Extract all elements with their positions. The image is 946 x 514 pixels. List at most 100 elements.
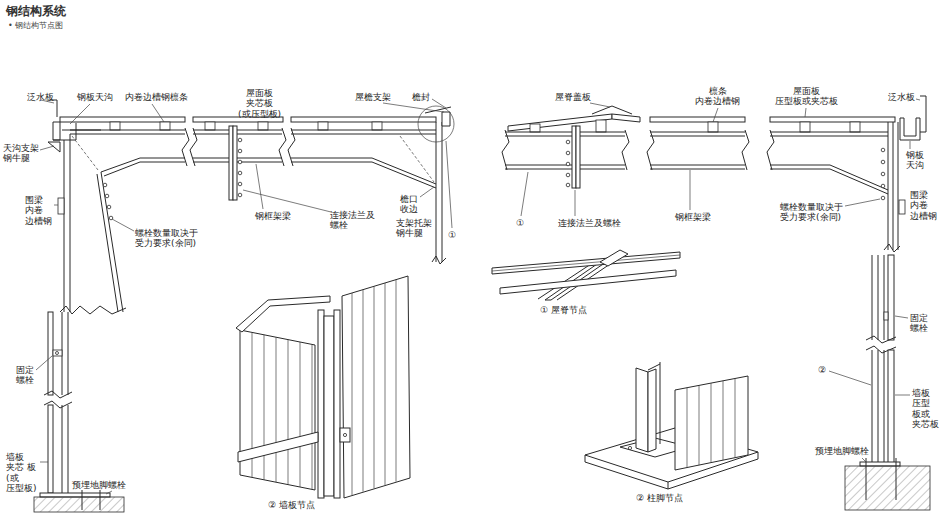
column-section (872, 255, 884, 340)
column-section (866, 458, 896, 500)
part-label: 屋面板 夹芯板(或压型板) (238, 88, 281, 119)
steel-frame-beam (650, 132, 745, 169)
steel-frame-beam (372, 158, 436, 188)
part-label: 墙板 压型 板或 夹芯板 (912, 388, 939, 429)
part-label: 支架托架 钢牛腿 (396, 218, 432, 239)
part-label: 连接法兰及螺栓 (558, 218, 621, 228)
steel-frame-beam (770, 132, 888, 169)
flashing-gutter (53, 123, 76, 140)
callout-number: ① (516, 218, 524, 228)
leader-line (690, 170, 691, 210)
ridge-node-sketch (492, 252, 680, 274)
part-label: 钢框架梁 (255, 211, 291, 221)
part-label: 预埋地脚螺栓 (72, 480, 126, 490)
part-label: 钢板天沟 (77, 92, 113, 102)
steel-column (97, 174, 118, 312)
section-heading: • 钢结构节点图 (8, 21, 63, 30)
leader-line (106, 491, 112, 494)
part-label: 钢框架梁 (675, 212, 711, 222)
flange-plate (238, 160, 242, 164)
leader-line (590, 103, 610, 107)
ridge-node-sketch (600, 250, 628, 266)
steel-frame-beam (400, 136, 434, 182)
purlin (110, 122, 120, 130)
flange-plate (566, 140, 570, 144)
callout-number: ① (448, 230, 456, 240)
leader-line (521, 172, 528, 216)
column-section (82, 490, 100, 510)
leader-line (112, 219, 134, 231)
column-foot-sketch (648, 362, 660, 444)
eave-column (900, 118, 920, 140)
leader-line (895, 316, 908, 318)
column-section (48, 405, 53, 493)
purlin (258, 122, 268, 130)
eave-column (920, 96, 926, 132)
column-section (34, 497, 124, 512)
column-foot-sketch (628, 446, 631, 449)
flange-plate (229, 126, 233, 200)
wall-node-sketch (318, 310, 324, 498)
leader-line (383, 103, 444, 112)
ridge-node-sketch (492, 255, 680, 271)
wall-node-sketch (238, 432, 318, 462)
column-section (44, 391, 72, 398)
column-section (884, 312, 888, 320)
bolt (103, 183, 113, 220)
wall-node-sketch (252, 332, 312, 489)
leader-line (713, 108, 718, 122)
flange-plate (238, 171, 242, 175)
flashing-gutter (48, 100, 76, 152)
wall-node-sketch (343, 433, 346, 436)
column-section (53, 350, 62, 356)
wall-node-sketch (236, 276, 410, 498)
eave-column (418, 106, 454, 264)
ridge-node-sketch (500, 270, 676, 294)
part-label: 预埋地脚螺栓 (815, 446, 869, 456)
purlin (110, 122, 382, 130)
bolt (105, 194, 109, 198)
column-foot-sketch (687, 379, 735, 468)
eave-column (442, 112, 450, 126)
steel-frame-beam (622, 130, 629, 170)
flange-plate (233, 126, 237, 200)
purlin (318, 122, 328, 130)
column-foot-sketch (585, 362, 758, 489)
purlin (160, 122, 170, 130)
steel-frame-beam (291, 130, 436, 162)
part-label: 连接法兰及 螺栓 (330, 210, 375, 231)
note-label: 螺栓数量取决于 受力要求(余同) (780, 202, 843, 223)
steel-frame-beam (830, 165, 888, 194)
column-foot-sketch (636, 368, 648, 452)
part-label: 檐口 收边 (400, 194, 418, 215)
leader-line (36, 356, 112, 494)
part-label: 钢板 天沟 (906, 150, 924, 171)
eave-column (884, 244, 900, 252)
bolt (107, 205, 111, 209)
eave-column (881, 96, 926, 252)
leader-line (916, 99, 920, 100)
eave-column (899, 200, 905, 214)
steel-frame-beam (279, 128, 286, 166)
flange-plate (566, 126, 580, 188)
eave-column (432, 256, 446, 264)
leader-line (70, 104, 90, 124)
leader-line (256, 164, 263, 209)
part-label: 泛水板 (888, 92, 915, 102)
column-section (888, 255, 894, 340)
purlin (800, 122, 810, 132)
column-section (872, 350, 884, 462)
leader-line (862, 458, 866, 462)
wall-node-sketch (352, 280, 396, 495)
eave-column (881, 160, 885, 164)
steel-column (60, 306, 126, 314)
flange-plate (238, 193, 242, 197)
leader-line (36, 356, 52, 370)
purlin (205, 122, 215, 130)
leader-line (420, 187, 434, 197)
steel-frame-beam (505, 132, 572, 169)
part-label: 檩条 内卷边槽钢 (695, 86, 740, 107)
flange-plate (229, 126, 242, 200)
column-section (866, 336, 896, 343)
part-label: 屋脊盖板 (555, 92, 591, 102)
